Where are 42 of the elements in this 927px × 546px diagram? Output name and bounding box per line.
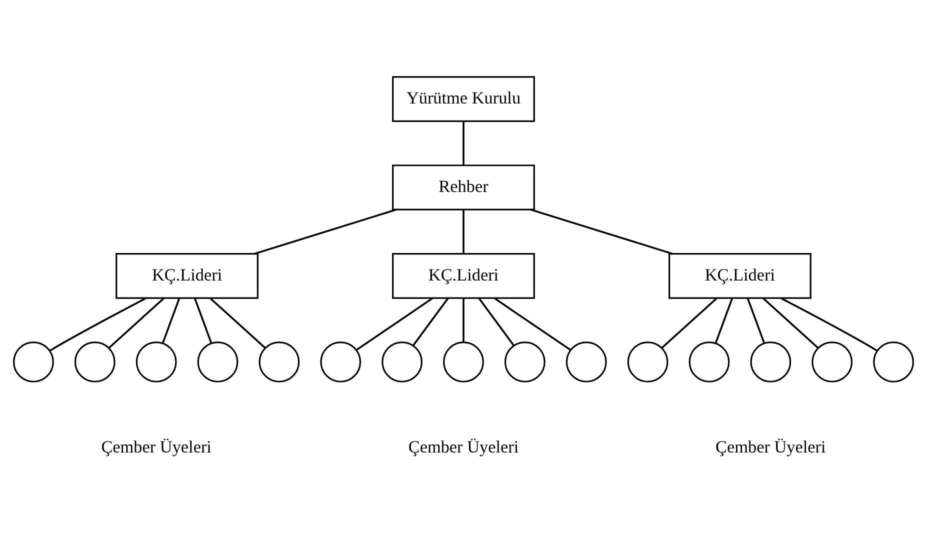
connector: [494, 297, 571, 350]
node-box: KÇ.Lideri: [116, 252, 258, 298]
connector: [194, 297, 212, 344]
label: Çember Üyeleri: [716, 437, 826, 456]
connector: [714, 297, 734, 344]
connector: [49, 297, 146, 351]
node-circle: [74, 341, 116, 382]
node-circle: [320, 341, 362, 382]
node-circle: [873, 341, 914, 382]
connector: [254, 208, 396, 254]
node-circle: [197, 341, 238, 382]
connector: [356, 297, 434, 350]
node-circle: [812, 341, 853, 382]
node-circle: [258, 341, 300, 382]
connector: [661, 297, 718, 348]
connector: [210, 297, 266, 348]
node-circle: [566, 341, 607, 382]
node-box: Rehber: [392, 164, 535, 210]
connector: [412, 297, 449, 346]
node-circle: [750, 341, 792, 382]
connector: [746, 297, 766, 344]
label: Çember Üyeleri: [101, 437, 212, 456]
node-circle: [382, 341, 423, 382]
connector: [108, 297, 164, 348]
connector: [762, 297, 819, 348]
connector: [162, 297, 180, 344]
connector: [530, 208, 673, 254]
connector: [478, 297, 514, 346]
label: Çember Üyeleri: [408, 437, 519, 456]
node-box: KÇ.Lideri: [668, 252, 812, 298]
node-box: Yürütme Kurulu: [392, 76, 535, 122]
node-circle: [136, 341, 177, 382]
node-box: KÇ.Lideri: [392, 252, 535, 298]
node-circle: [13, 341, 54, 382]
connector: [462, 209, 464, 254]
connector: [462, 298, 464, 342]
connector: [462, 121, 464, 165]
node-circle: [443, 341, 484, 382]
node-circle: [627, 341, 668, 382]
node-circle: [688, 341, 730, 382]
node-circle: [504, 341, 546, 382]
connector: [780, 297, 878, 351]
